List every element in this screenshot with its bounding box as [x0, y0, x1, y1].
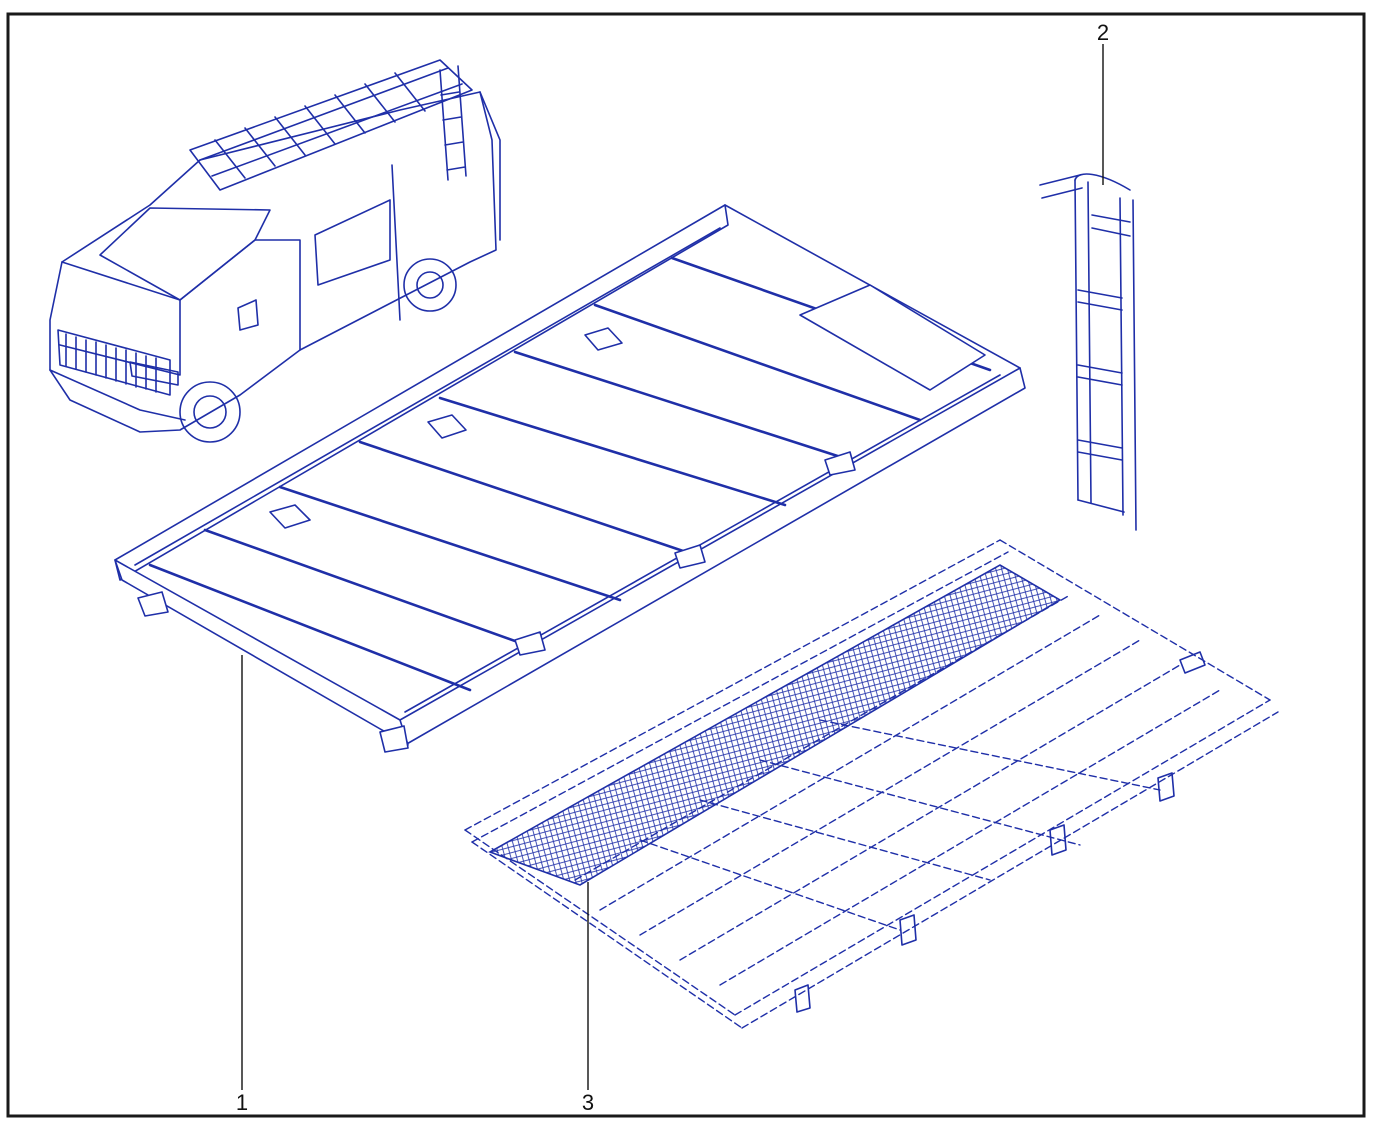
callout-label-3: 3 [582, 1090, 594, 1115]
ladder [1039, 44, 1137, 531]
diagram-frame [6, 12, 1366, 1118]
van-illustration [49, 59, 501, 443]
callout-label-2: 2 [1097, 20, 1109, 45]
rack-with-net [464, 539, 1279, 1090]
callout-label-1: 1 [236, 1090, 248, 1115]
roof-rack [114, 204, 1026, 1090]
cargo-net [488, 564, 1062, 886]
